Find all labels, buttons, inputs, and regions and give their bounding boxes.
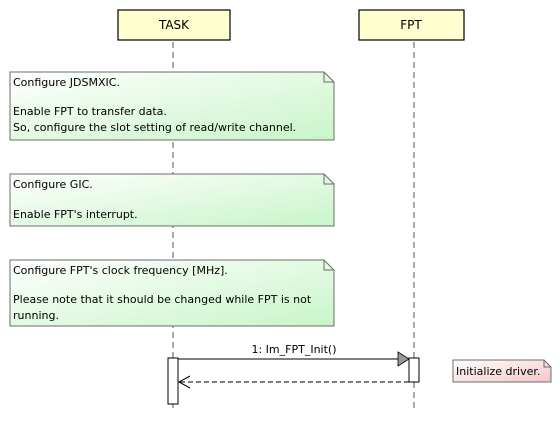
task-activation-bar — [167, 357, 179, 405]
note3-line3: Please note that it should be changed wh… — [13, 293, 312, 306]
svg-text:Enable FPT to transfer data.: Enable FPT to transfer data. — [13, 105, 167, 118]
message-im-fpt-init-label: 1: Im_FPT_Init() — [251, 343, 336, 356]
note3-line1: Configure FPT's clock frequency [MHz]. — [13, 264, 228, 277]
svg-text:Configure JDSMXIC.: Configure JDSMXIC. — [13, 76, 120, 89]
note-configure-jdsmxic: Configure JDSMXIC. Enable FPT to transfe… — [9, 71, 335, 141]
note-initialize-driver: Initialize driver. — [452, 359, 552, 383]
participant-fpt: FPT — [358, 9, 465, 41]
note2-line1: Configure GIC. — [13, 178, 93, 191]
participant-fpt-label: FPT — [400, 18, 422, 32]
note-configure-clock: Configure FPT's clock frequency [MHz]. P… — [9, 259, 335, 327]
message-im-fpt-init: 1: Im_FPT_Init() — [178, 343, 410, 367]
participant-task: TASK — [117, 9, 231, 41]
svg-text:So, configure the slot setting: So, configure the slot setting of read/w… — [13, 121, 296, 134]
return-arrow — [177, 375, 409, 389]
participant-task-label: TASK — [158, 18, 190, 32]
note-configure-gic: Configure GIC. Enable FPT's interrupt. — [9, 173, 335, 227]
note1-line1: Configure JDSMXIC. — [13, 76, 120, 89]
note2-line3: Enable FPT's interrupt. — [13, 208, 138, 221]
note4-line1: Initialize driver. — [456, 365, 540, 378]
fpt-activation-bar — [408, 357, 420, 383]
note1-line3: Enable FPT to transfer data. — [13, 105, 167, 118]
note3-line4: running. — [13, 309, 59, 322]
note1-line4: So, configure the slot setting of read/w… — [13, 121, 296, 134]
